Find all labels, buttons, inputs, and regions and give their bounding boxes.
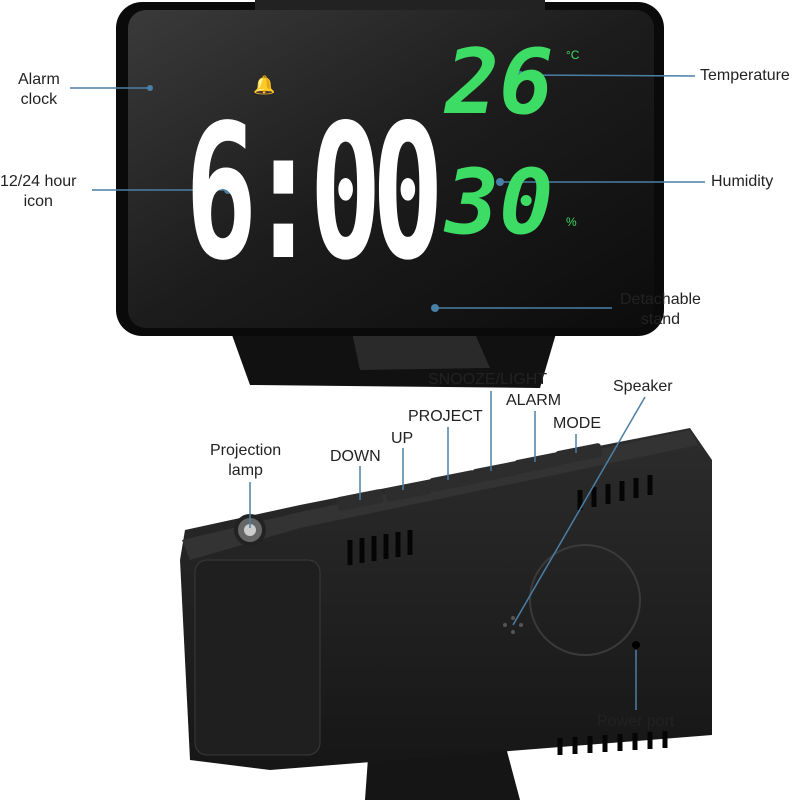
temperature-value: 26 [445,30,554,135]
power-port [632,641,640,649]
mirror-screen [128,10,654,328]
label-power-port: Power port [597,713,675,730]
callout-lines [70,74,705,710]
label-up: UP [391,430,414,447]
rear-buttons [336,443,603,511]
time-display: 6:00 [185,86,444,302]
humidity-unit: % [566,215,577,229]
label-snooze-light: SNOOZE/LIGHT [428,371,548,388]
front-clock [116,0,664,388]
label-project: PROJECT [408,408,483,425]
vent-slots [347,475,668,755]
label-down: DOWN [330,448,381,465]
rear-clock [180,428,712,800]
label-alarm: ALARM [506,392,562,409]
label-speaker: Speaker [613,378,673,395]
temperature-unit: °C [566,48,580,62]
label-temperature: Temperature [700,67,790,84]
label-mode: MODE [553,415,601,432]
alarm-bell-icon: 🔔 [253,75,276,95]
label-humidity: Humidity [711,173,774,190]
humidity-value: 30 [445,150,554,255]
